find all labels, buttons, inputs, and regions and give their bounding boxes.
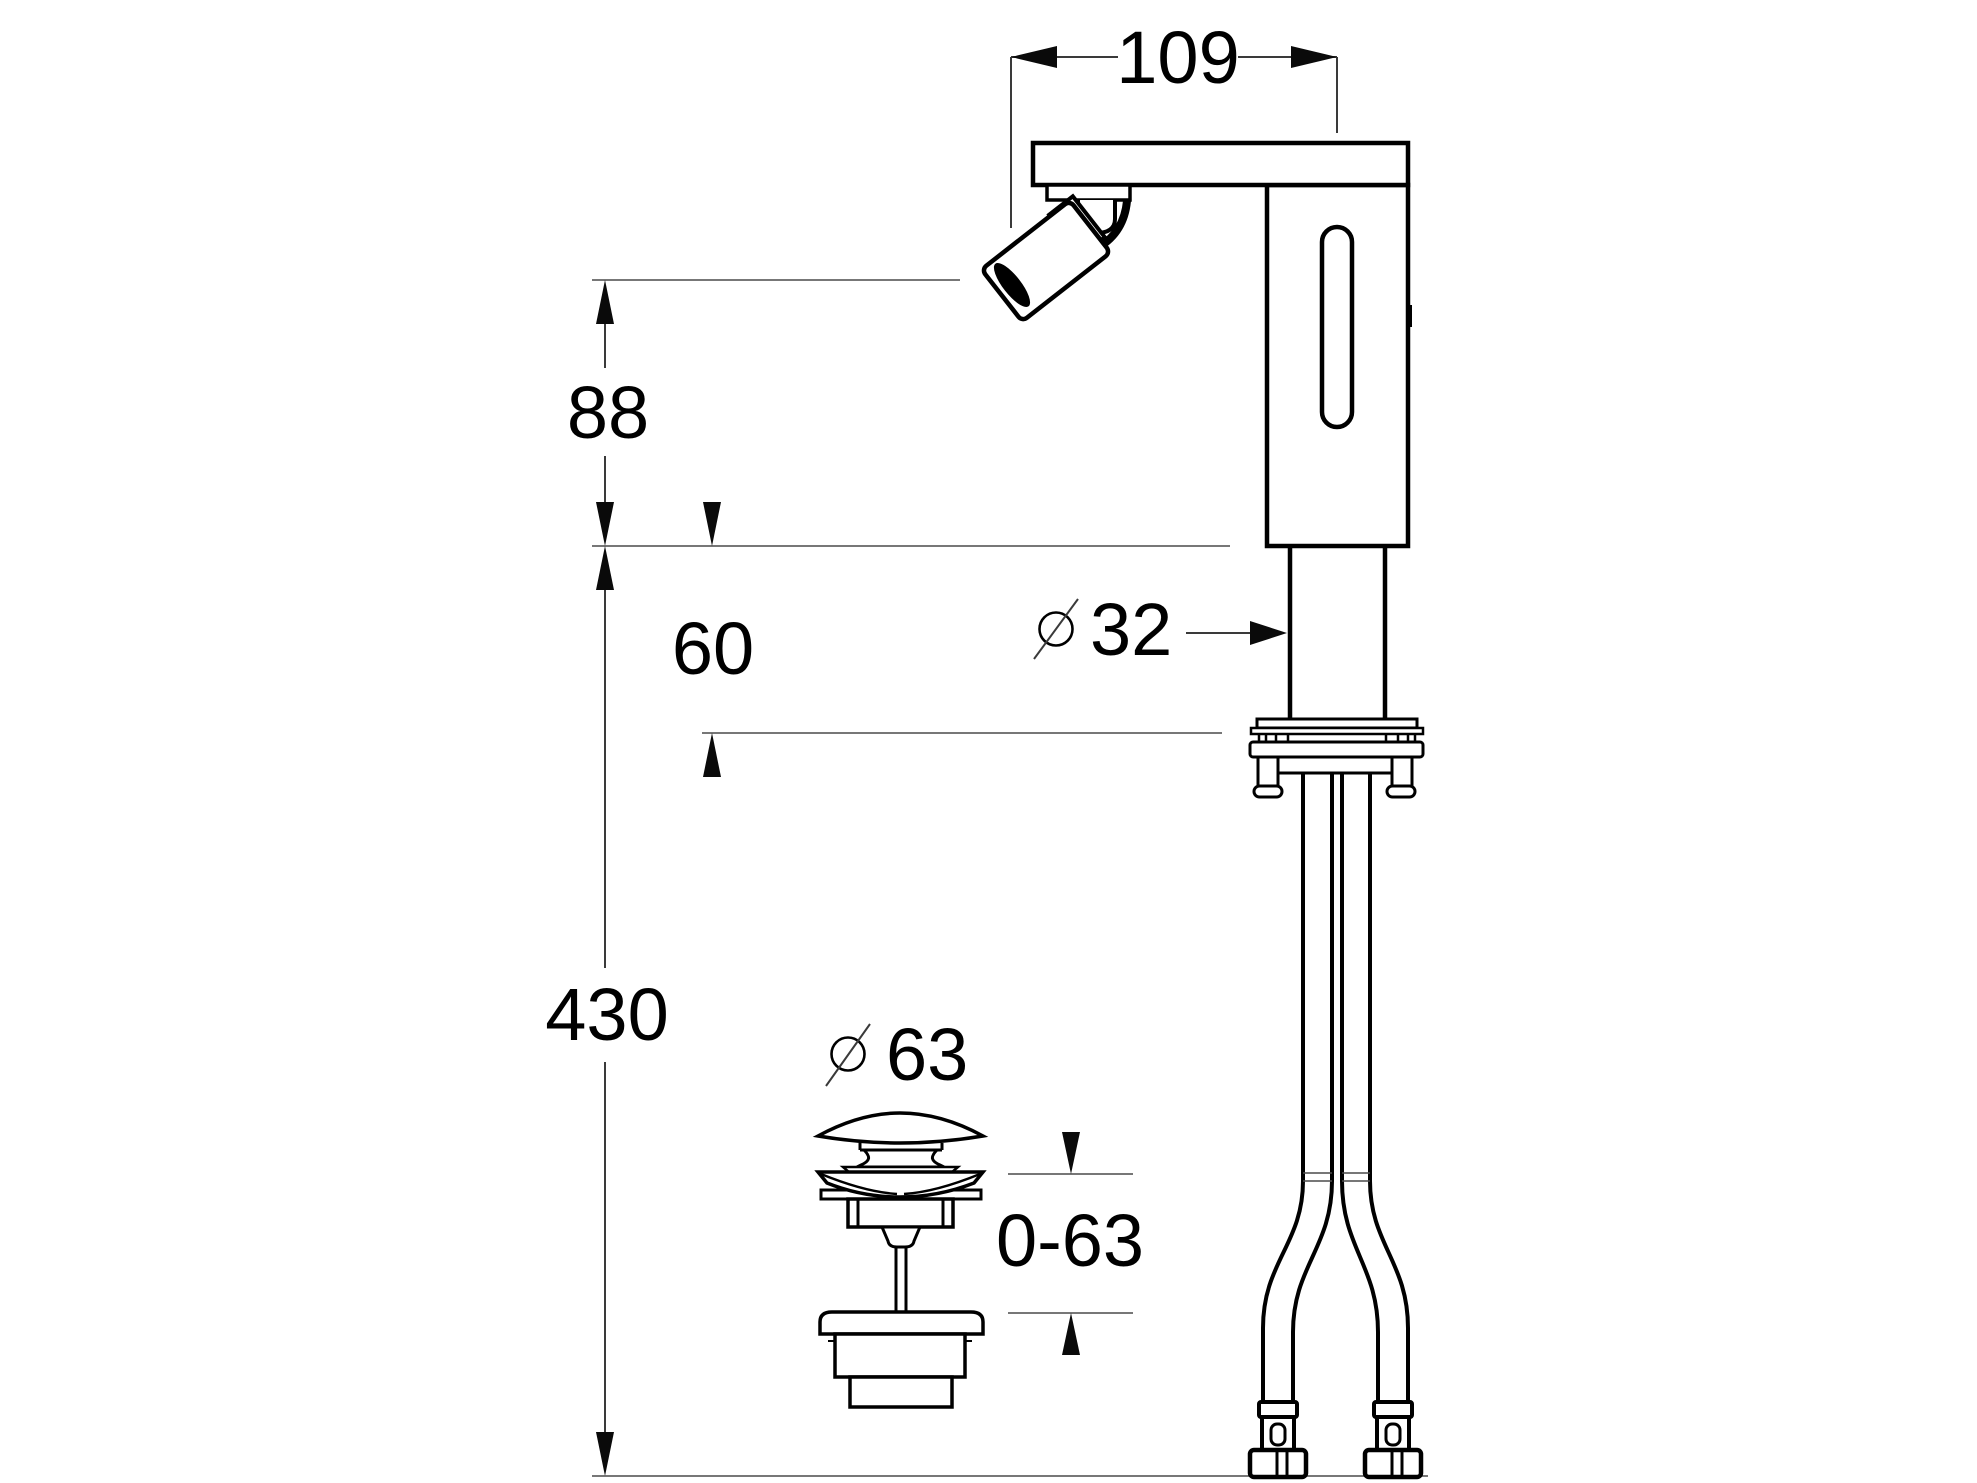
dia-32-label: 32: [1090, 588, 1172, 671]
dim-430-label: 430: [545, 973, 668, 1056]
arrow-down-icon: [703, 502, 721, 546]
arrow-down-icon: [596, 502, 614, 546]
supply-hoses: [1247, 773, 1424, 1480]
dimension-drain-adjust-range: 0-63: [996, 1132, 1144, 1355]
dimension-spout-reach: 109: [1010, 16, 1338, 228]
arrow-right-icon: [1291, 46, 1337, 68]
arrow-up-icon: [1062, 1313, 1080, 1355]
mount-stud-right-cap: [1385, 784, 1417, 799]
spout-step: [1045, 183, 1132, 202]
diameter-slash: [825, 1023, 871, 1087]
connector-nut-facets: [1390, 1450, 1404, 1477]
hose-connector-right: [1362, 1400, 1424, 1480]
mounting-hardware: [1248, 717, 1425, 799]
diameter-circle: [1038, 611, 1074, 647]
plug-bottom-block: [848, 1375, 954, 1409]
dia-63-label: 63: [886, 1013, 968, 1096]
diameter-slash: [1033, 598, 1079, 660]
hose-connector-left: [1247, 1400, 1309, 1480]
plug-thread-inner-walls: [856, 1199, 945, 1227]
dimension-outlet-height: 88: [567, 279, 960, 546]
shank-pipe: [1287, 546, 1388, 719]
clamp-bar: [1248, 740, 1425, 759]
drain-plug: [812, 1111, 989, 1409]
arrow-up-icon: [596, 546, 614, 590]
plug-cap: [812, 1111, 989, 1145]
mount-stud-left-cap: [1252, 784, 1284, 799]
connector-window: [1269, 1422, 1287, 1447]
base-plate: [1255, 717, 1419, 730]
hose-break-marks: [1303, 1172, 1370, 1182]
plug-neck: [856, 1148, 945, 1169]
nozzle-outlet: [993, 263, 1031, 307]
mount-bolt-shafts: [1257, 734, 1417, 742]
label-body-diameter: 32: [1033, 588, 1287, 671]
plug-strainer-dish: [814, 1170, 987, 1199]
dim-063-label: 0-63: [996, 1199, 1144, 1282]
dim-60-label: 60: [672, 607, 754, 690]
mount-stud-left: [1256, 755, 1280, 791]
sensor-slot: [1319, 224, 1355, 430]
connector-nut-facets: [1275, 1450, 1289, 1477]
arrow-left-icon: [1011, 46, 1057, 68]
plug-stem: [894, 1247, 908, 1312]
supply-hose-right: [1340, 773, 1410, 1404]
plug-bottom-plate: [818, 1310, 985, 1336]
arrow-down-icon: [596, 1432, 614, 1476]
diameter-symbol-icon: [1033, 598, 1079, 660]
dim-88-label: 88: [567, 371, 649, 454]
dim-109-label: 109: [1116, 16, 1239, 99]
dimension-total-height: 430: [545, 546, 669, 1476]
supply-hose-left: [1261, 773, 1334, 1404]
connector-collar: [1257, 1400, 1299, 1419]
plug-taper: [879, 1225, 923, 1249]
plug-thread-body: [846, 1197, 955, 1229]
arrow-up-icon: [703, 733, 721, 777]
mount-stud-right: [1390, 755, 1414, 791]
arrow-up-icon: [596, 280, 614, 324]
diameter-symbol-icon: [825, 1023, 871, 1087]
label-drain-diameter: 63: [825, 1013, 968, 1096]
dimension-shank-length: 60: [672, 502, 1222, 777]
diameter-circle: [830, 1036, 866, 1072]
base-rim: [1249, 726, 1425, 736]
plug-dish-funnel-lines: [820, 1172, 981, 1196]
clamp-block: [1276, 755, 1394, 775]
arrow-right-icon: [1250, 621, 1287, 645]
faucet-outline: [981, 140, 1412, 719]
arrow-down-icon: [1062, 1132, 1080, 1174]
plug-bottom-body: [833, 1332, 967, 1379]
connector-collar: [1372, 1400, 1414, 1419]
spout-arm: [1030, 140, 1411, 188]
connector-window: [1384, 1422, 1402, 1447]
